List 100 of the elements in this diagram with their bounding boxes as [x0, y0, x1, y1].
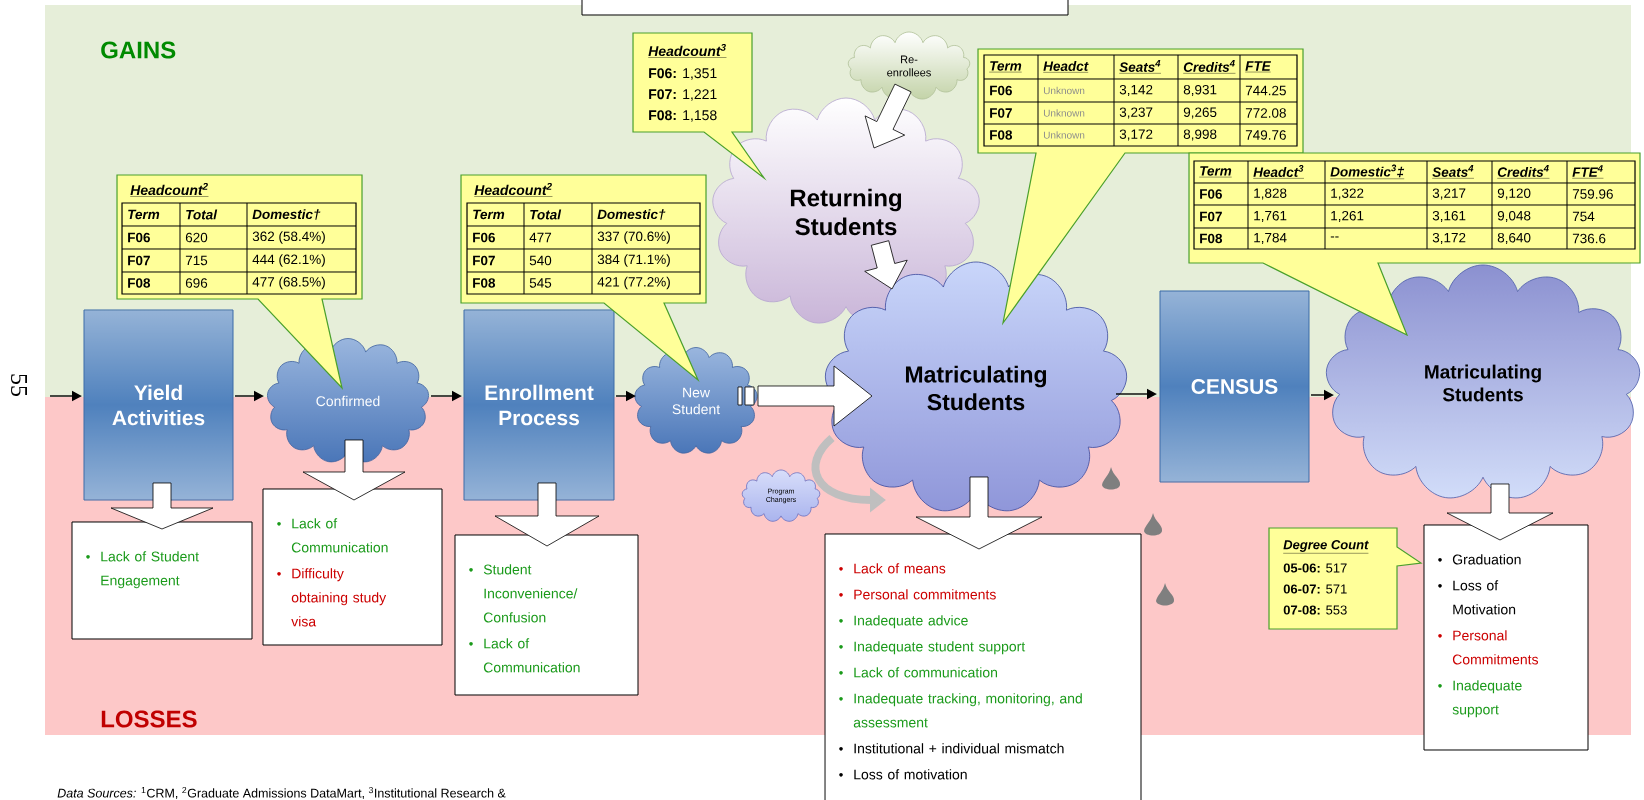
table-cell: F07: [990, 108, 1012, 118]
table-cell: 1,261: [1331, 210, 1364, 223]
table-cell: 384 (71.1%): [597, 254, 670, 267]
table-cell: FTE: [1245, 61, 1272, 73]
block-arrow: [864, 240, 908, 290]
table-cell: Unknown: [1044, 131, 1085, 139]
table-cell: 8,640: [1497, 232, 1531, 245]
table-cell: 477 (68.5%): [252, 276, 325, 290]
callout: [632, 32, 767, 181]
table-cell: Seats$^{4}$: [1432, 165, 1475, 179]
data-line: F06: 1,351: [649, 68, 717, 80]
table-cell: Total: [530, 209, 562, 220]
process-box: Enrollment Process: [463, 309, 615, 501]
table-cell: Seats$^{4}$: [1119, 60, 1162, 74]
callout-heading: Headcount$^{3}$: [648, 43, 727, 58]
table-cell: Credits$^{4}$: [1497, 165, 1550, 179]
table-cell: 754: [1572, 211, 1595, 222]
table-cell: Domestic$^{3}$‡: [1330, 164, 1405, 179]
table-cell: 744.25: [1245, 85, 1286, 96]
callout: [1188, 152, 1641, 337]
table-cell: F08: [128, 278, 151, 288]
bullet-list-box: Lack of Student Engagement: [71, 521, 253, 640]
table-cell: 477: [529, 232, 552, 243]
table-cell: 3,172: [1432, 232, 1466, 245]
table-cell: 3,161: [1432, 210, 1466, 223]
table-cell: Term: [1199, 166, 1232, 178]
callout-heading: Headcount$^{2}$: [130, 182, 209, 197]
table-cell: Unknown: [1044, 86, 1085, 95]
table-cell: 1,322: [1331, 188, 1364, 200]
data-line: 06-07: 571: [1283, 584, 1347, 594]
table-cell: FTE$^{4}$: [1572, 165, 1604, 179]
table-cell: F06: [128, 232, 150, 243]
bullet-list-box: Student Inconvenience/ Confusion Lack of Communication: [454, 534, 639, 696]
table-cell: 3,237: [1119, 107, 1153, 119]
table-cell: F07: [1200, 211, 1222, 222]
table-cell: Domestic†: [597, 209, 666, 220]
callout: [1268, 527, 1423, 630]
table-cell: 1,784: [1254, 232, 1287, 245]
table-cell: F07: [473, 255, 495, 266]
table-cell: 772.08: [1245, 108, 1286, 118]
table-cell: F08: [473, 278, 496, 288]
block-arrow: [1446, 483, 1554, 541]
table-cell: F06: [473, 232, 495, 243]
bullet-list-box: Lack of Communication Difficulty obtaining study visa: [262, 488, 443, 646]
table-cell: 759.96: [1572, 189, 1613, 199]
block-arrow: [915, 476, 1043, 550]
table-cell: 749.76: [1245, 130, 1286, 140]
table-cell: 3,217: [1432, 188, 1466, 200]
source-note: Data Sources: $^{1}$CRM, $^{2}$Graduate Admissions DataMart, $^{3}$Institutional Research &: [57, 786, 506, 800]
table-cell: Term: [473, 209, 505, 220]
page-number: 55: [11, 374, 27, 397]
table-cell: 444 (62.1%): [252, 254, 325, 267]
table-cell: Headct: [1043, 61, 1089, 73]
table-cell: Term: [989, 61, 1022, 73]
table-cell: 362 (58.4%): [252, 231, 325, 244]
table-cell: 9,120: [1497, 188, 1531, 200]
bullet-list-box: Graduation Loss of Motivation Personal Commitments Inadequate support: [1423, 524, 1589, 751]
table-cell: F08: [990, 130, 1013, 140]
table-cell: 1,828: [1254, 188, 1287, 200]
title-box: [581, 0, 1069, 16]
table-cell: Credits$^{4}$: [1183, 60, 1236, 74]
callout-heading: Headcount$^{2}$: [474, 182, 553, 197]
data-line: 07-08: 553: [1283, 605, 1347, 615]
block-arrow: [494, 482, 600, 547]
callout-heading: Degree Count: [1283, 540, 1369, 554]
table-cell: F06: [990, 85, 1012, 96]
table-cell: 3,142: [1119, 84, 1153, 97]
data-line: 05-06: 517: [1283, 563, 1347, 573]
table-cell: 715: [185, 255, 208, 266]
table-cell: 8,931: [1183, 84, 1217, 97]
table-cell: 9,265: [1183, 107, 1217, 119]
section-heading: LOSSES: [101, 710, 197, 728]
table-cell: 9,048: [1497, 210, 1531, 223]
table-cell: 620: [185, 232, 208, 243]
block-arrow: [737, 365, 873, 427]
table-cell: 337 (70.6%): [597, 231, 670, 244]
table-cell: 1,761: [1254, 210, 1287, 223]
table-cell: F06: [1200, 189, 1222, 199]
block-arrow: [302, 439, 406, 501]
process-box: CENSUS: [1159, 290, 1310, 483]
table-cell: Domestic†: [252, 209, 321, 220]
table-cell: Total: [186, 209, 218, 220]
section-heading: GAINS: [101, 41, 176, 59]
table-cell: Term: [128, 209, 160, 220]
table-cell: 3,172: [1119, 129, 1153, 141]
table-cell: 696: [185, 278, 208, 288]
callout: [460, 174, 707, 383]
block-arrow: [110, 482, 214, 530]
process-box: Yield Activities: [83, 309, 234, 501]
bullet-list-box: Lack of means Personal commitments Inadequate advice Inadequate student support Lack of communication Inadequate tracking, monitoring, and assessment Institutional + individual mismatch Loss of motivation: [824, 533, 1142, 800]
table-cell: 8,998: [1183, 129, 1217, 141]
table-cell: Headct$^{3}$: [1253, 165, 1305, 179]
table-cell: 545: [529, 278, 552, 288]
table-cell: F08: [1200, 233, 1223, 244]
block-arrow: [864, 83, 912, 149]
table-cell: Unknown: [1044, 109, 1085, 117]
table-cell: --: [1330, 236, 1339, 238]
table-cell: 421 (77.2%): [597, 276, 670, 290]
table-cell: F07: [128, 255, 150, 266]
table-cell: 736.6: [1572, 233, 1606, 244]
